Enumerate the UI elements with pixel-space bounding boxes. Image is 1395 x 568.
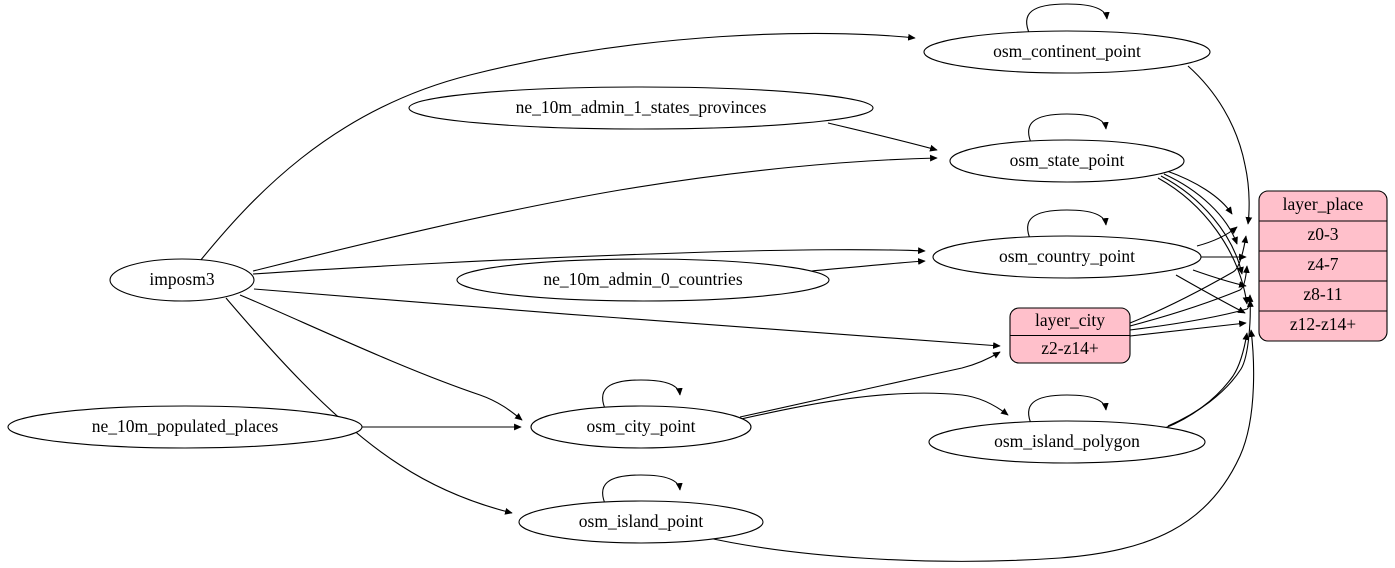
node-label-osm-country-point: osm_country_point [999,246,1135,266]
node-ne-10m-admin-0-countries[interactable]: ne_10m_admin_0_countries [456,258,830,302]
edge-osm-island-polygon-to-layer-place-z12-z14 [1164,332,1250,429]
edge-imposm3-to-osm-state-point [252,154,938,272]
edge-osm-continent-point-to-layer-place-z0-3 [1187,65,1253,225]
node-imposm3[interactable]: imposm3 [109,258,255,302]
node-layer-city[interactable]: layer_city z2-z14+ [1009,307,1131,364]
edge-layer-city-to-layer-place-z12-z14 [1129,320,1247,337]
node-osm-country-point[interactable]: osm_country_point [932,235,1202,279]
edge-osm-country-point-to-layer-place-z12-z14 [1175,274,1246,314]
layer-place-title: layer_place [1283,194,1364,214]
node-osm-continent-point[interactable]: osm_continent_point [923,30,1211,74]
layer-place-row-z4-7[interactable]: z4-7 [1307,254,1338,274]
layer-city-title: layer_city [1035,310,1105,330]
node-label-ne-states: ne_10m_admin_1_states_provinces [516,97,767,117]
edge-self-osm-city-point [602,379,683,412]
layer-place-row-z0-3[interactable]: z0-3 [1307,224,1338,244]
edge-ne-states-to-osm-state-point [827,122,938,152]
node-label-imposm3: imposm3 [149,269,214,289]
edge-osm-country-point-to-layer-place-z8-11 [1192,269,1247,288]
edge-self-osm-country-point [1027,209,1109,242]
node-osm-island-point[interactable]: osm_island_point [518,500,764,544]
node-ne-10m-populated-places[interactable]: ne_10m_populated_places [7,405,363,449]
edge-self-osm-continent-point [1026,3,1110,36]
edge-osm-state-point-to-layer-place-z0-3 [1166,170,1233,215]
edge-imposm3-to-osm-island-point [225,297,513,515]
layer-place-row-z8-11[interactable]: z8-11 [1303,284,1342,304]
node-label-ne-populated: ne_10m_populated_places [92,416,279,436]
edge-osm-island-point-to-layer-place-z12-z14 [699,329,1256,562]
edges-layer [199,3,1256,562]
node-ne-10m-admin-1-states-provinces[interactable]: ne_10m_admin_1_states_provinces [408,86,874,130]
edge-imposm3-to-osm-city-point [239,294,523,421]
edge-imposm3-to-osm-continent-point [199,32,916,262]
node-label-osm-island-point: osm_island_point [579,511,704,531]
edge-osm-state-point-to-layer-place-z8-11 [1160,175,1244,275]
edge-osm-island-polygon-to-layer-place-z8-11 [1167,299,1254,427]
node-osm-state-point[interactable]: osm_state_point [949,139,1185,183]
edge-osm-city-point-to-osm-island-polygon [740,392,1009,420]
edge-self-osm-island-point [602,474,683,507]
edge-osm-state-point-to-layer-place-z12-z14 [1157,177,1250,305]
edge-layer-city-to-layer-place-z4-7 [1129,265,1250,327]
node-label-ne-countries: ne_10m_admin_0_countries [543,269,742,289]
edge-osm-country-point-to-layer-place-z0-3 [1196,226,1238,247]
edge-osm-city-point-to-layer-city [739,351,1001,418]
edge-ne-countries-to-osm-country-point [811,258,926,272]
node-label-osm-city-point: osm_city_point [587,416,696,436]
edge-imposm3-to-osm-country-point [252,247,926,275]
node-layer-place[interactable]: layer_place z0-3 z4-7 z8-11 z12-z14+ [1258,190,1388,342]
node-label-osm-island-polygon: osm_island_polygon [994,431,1140,451]
nodes-layer: imposm3 ne_10m_admin_1_states_provinces … [7,30,1388,544]
edge-self-osm-state-point [1028,113,1109,146]
layer-city-row-z2-z14[interactable]: z2-z14+ [1041,338,1099,358]
edge-self-osm-island-polygon [1028,394,1109,427]
node-label-osm-continent-point: osm_continent_point [993,41,1141,61]
edge-layer-city-to-layer-place-z0-3 [1129,235,1249,324]
node-osm-city-point[interactable]: osm_city_point [530,405,752,449]
edge-osm-state-point-to-layer-place-z4-7 [1163,173,1238,245]
layer-place-row-z12-z14[interactable]: z12-z14+ [1290,314,1356,334]
node-osm-island-polygon[interactable]: osm_island_polygon [928,420,1206,464]
node-label-osm-state-point: osm_state_point [1010,150,1125,170]
